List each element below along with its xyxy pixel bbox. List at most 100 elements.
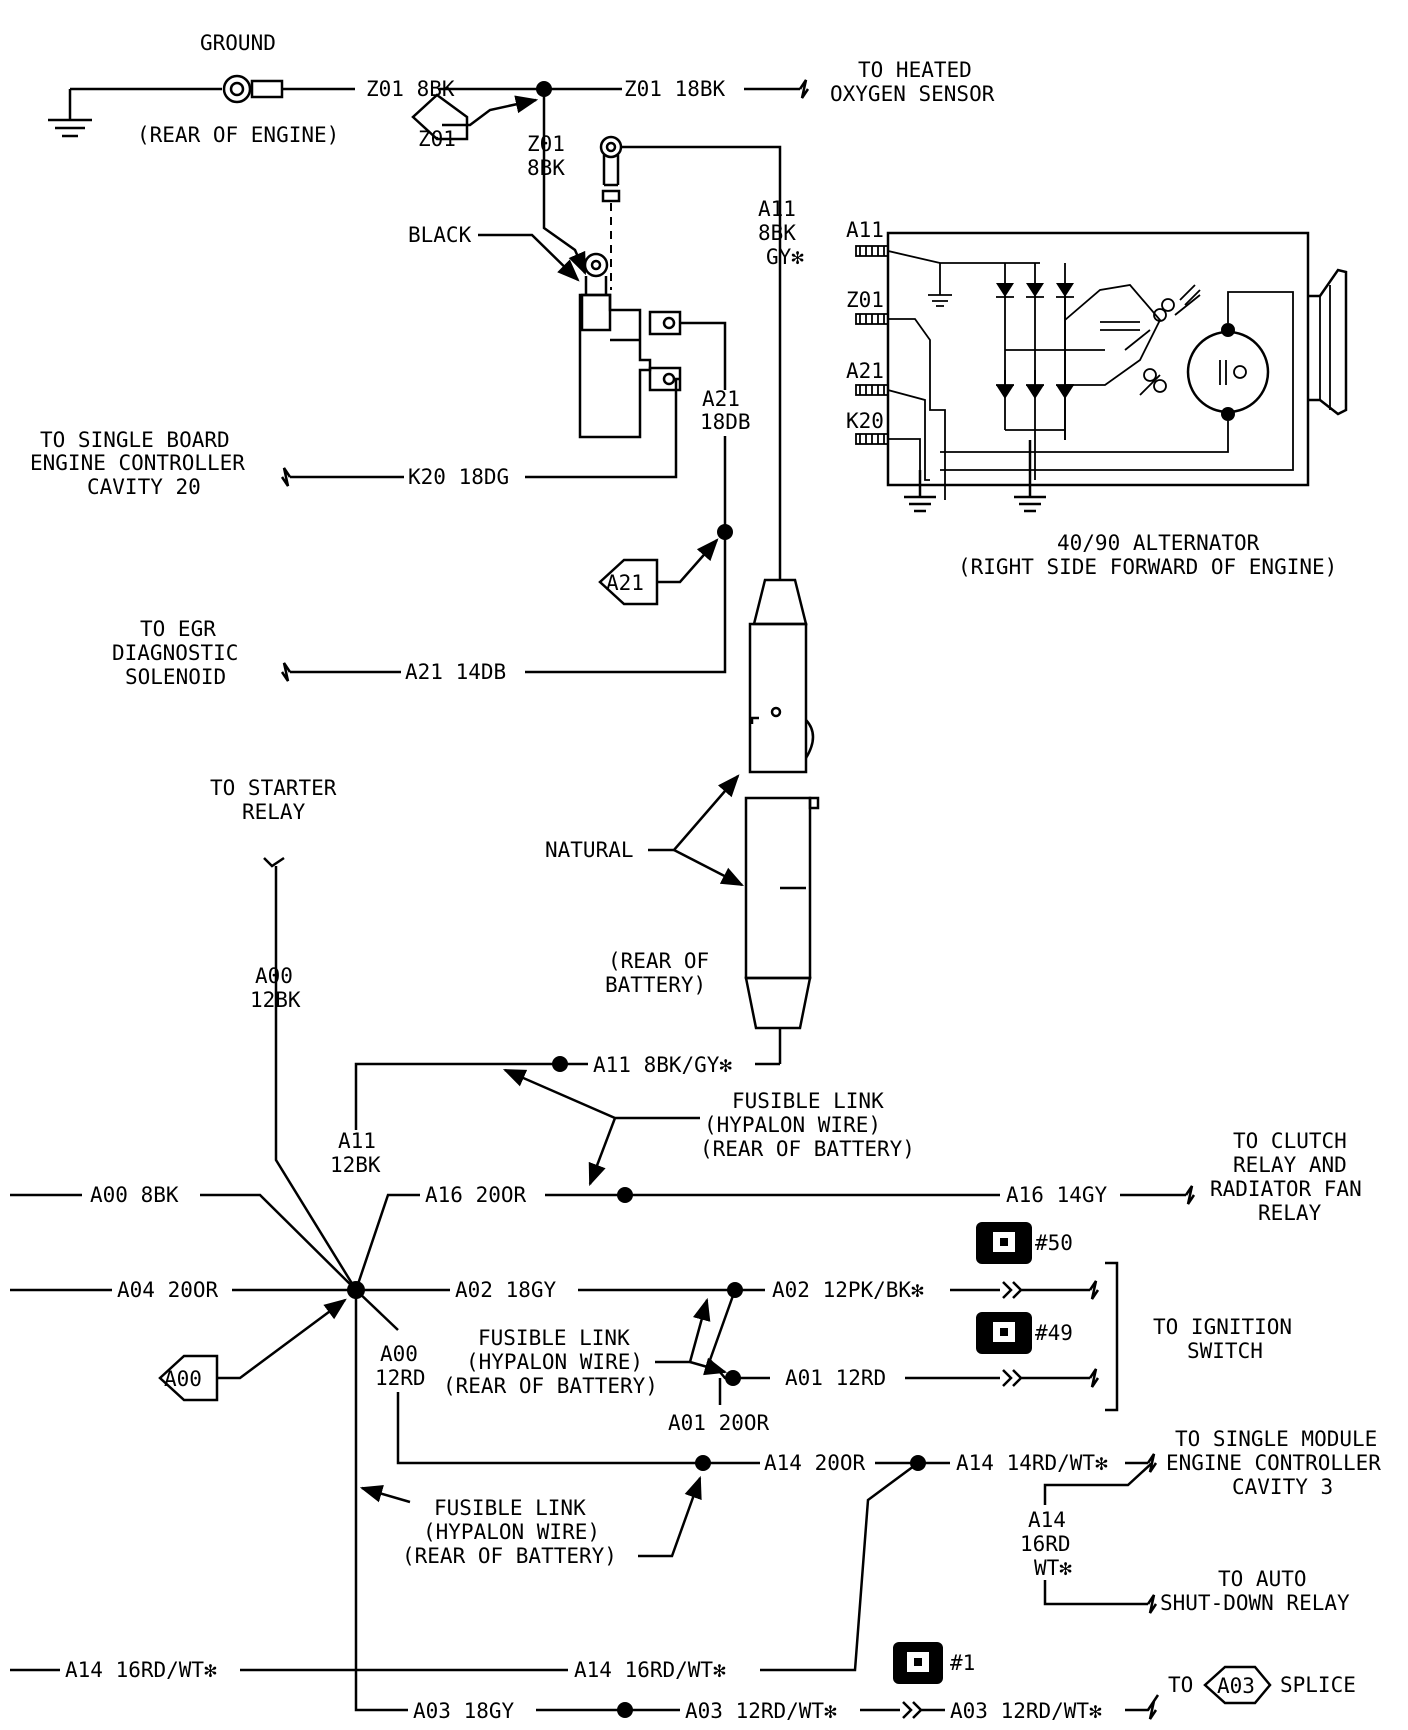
a16-20or-label: A16 20OR bbox=[425, 1183, 527, 1207]
natural-leader-up bbox=[648, 774, 740, 852]
8bk-vertical-label: 8BK bbox=[527, 156, 565, 180]
alternator-stud-terminal bbox=[599, 135, 782, 575]
hypalon-1-label: (HYPALON WIRE) bbox=[704, 1113, 881, 1137]
a01-wire-end bbox=[905, 1368, 1100, 1388]
a14-20or-label: A14 20OR bbox=[764, 1451, 866, 1475]
a14-16rd-branch bbox=[1043, 1462, 1153, 1505]
solenoid-label: SOLENOID bbox=[125, 665, 226, 689]
connector-50-label: #50 bbox=[1035, 1231, 1073, 1255]
a00-8bk-wire-right bbox=[200, 1193, 357, 1291]
fusible-link-3-leader-a bbox=[359, 1485, 411, 1504]
alt-k20-label: K20 bbox=[846, 409, 884, 433]
connector-50-icon bbox=[976, 1222, 1032, 1264]
a14-14rdwt-label: A14 14RD/WT✻ bbox=[956, 1451, 1108, 1475]
alternator-label: 40/90 ALTERNATOR bbox=[1057, 531, 1260, 555]
z01-tag-text: Z01 bbox=[418, 127, 456, 151]
z01-splice-tag: Z01 bbox=[411, 93, 539, 151]
12bk-vertical-label: 12BK bbox=[250, 988, 301, 1012]
k20-wire-end bbox=[280, 467, 404, 487]
natural-label: NATURAL bbox=[545, 838, 634, 862]
rear-of-label: (REAR OF bbox=[608, 949, 709, 973]
a21-wire-down bbox=[525, 436, 727, 674]
fusible-link-1-leader-a bbox=[502, 1068, 700, 1120]
black-connector-label: BLACK bbox=[408, 223, 472, 247]
a03-splice-tag: A03 bbox=[1203, 1665, 1272, 1705]
to-single-board-label: TO SINGLE BOARD bbox=[40, 428, 230, 452]
a00-vertical-label-2: A00 bbox=[380, 1342, 418, 1366]
relay-label: RELAY bbox=[242, 800, 306, 824]
to-clutch-label: TO CLUTCH bbox=[1233, 1129, 1347, 1153]
a21-splice-tag: A21 bbox=[598, 538, 719, 606]
rear-of-engine-label: (REAR OF ENGINE) bbox=[137, 123, 339, 147]
a03-12rdwt-2-label: A03 12RD/WT✻ bbox=[950, 1699, 1102, 1723]
a16-wire-end bbox=[1120, 1185, 1196, 1205]
a21-14db-label: A21 14DB bbox=[405, 660, 506, 684]
to-egr-label: TO EGR bbox=[140, 617, 216, 641]
k20-18dg-label: K20 18DG bbox=[408, 465, 509, 489]
to-heated-label: TO HEATED bbox=[858, 58, 972, 82]
a02-18gy-label: A02 18GY bbox=[455, 1278, 557, 1302]
to-single-module-label: TO SINGLE MODULE bbox=[1175, 1427, 1377, 1451]
fusible-link-1-label: FUSIBLE LINK bbox=[732, 1089, 884, 1113]
fusible-link-1-leader-b bbox=[588, 1117, 617, 1187]
a14-16rdwt-wire-right bbox=[760, 1461, 919, 1672]
a00-splice-tag: A00 bbox=[158, 1298, 347, 1402]
18db-vertical-label: 18DB bbox=[700, 410, 751, 434]
alt-a11-label: A11 bbox=[846, 218, 884, 242]
fusible-link-3-leader-b bbox=[638, 1475, 702, 1558]
rear-batt-1-label: (REAR OF BATTERY) bbox=[700, 1137, 915, 1161]
ground-label: GROUND bbox=[200, 31, 276, 55]
8bk-vertical-label-2: 8BK bbox=[758, 221, 796, 245]
battery-label: BATTERY) bbox=[605, 973, 706, 997]
egr-wire-end bbox=[280, 662, 401, 682]
a00-12rd-wire bbox=[396, 1392, 700, 1465]
ground-eyelet-terminal bbox=[222, 74, 355, 104]
black-connector-leader bbox=[478, 233, 580, 282]
relay-and-label: RELAY AND bbox=[1233, 1153, 1347, 1177]
a02-wire-end bbox=[950, 1280, 1100, 1300]
rear-batt-3-label: (REAR OF BATTERY) bbox=[402, 1544, 617, 1568]
a16-14gy-label: A16 14GY bbox=[1006, 1183, 1108, 1207]
alt-z01-label: Z01 bbox=[846, 288, 884, 312]
a21-wire-top bbox=[680, 321, 727, 390]
a03-inline-connector bbox=[860, 1701, 945, 1719]
splice-dot-a16 bbox=[617, 1187, 633, 1203]
a01-12rd-label: A01 12RD bbox=[785, 1366, 886, 1390]
alternator-location-label: (RIGHT SIDE FORWARD OF ENGINE) bbox=[958, 555, 1337, 579]
engine-controller-2-label: ENGINE CONTROLLER bbox=[1166, 1451, 1381, 1475]
splice-label: SPLICE bbox=[1280, 1673, 1356, 1697]
a11-8bkgy-label: A11 8BK/GY✻ bbox=[593, 1053, 732, 1077]
a14-16rdwt-right-label: A14 16RD/WT✻ bbox=[574, 1658, 726, 1682]
16rd-vertical-label: 16RD bbox=[1020, 1532, 1071, 1556]
a00-vertical-label: A00 bbox=[255, 964, 293, 988]
rear-batt-2-label: (REAR OF BATTERY) bbox=[443, 1374, 658, 1398]
gy-star-label: GY✻ bbox=[766, 245, 804, 269]
a00-tag-text: A00 bbox=[164, 1367, 202, 1391]
radiator-fan-label: RADIATOR FAN bbox=[1210, 1177, 1362, 1201]
a03-18gy-label: A03 18GY bbox=[413, 1699, 515, 1723]
z01-vertical-label: Z01 bbox=[527, 132, 565, 156]
to-auto-label: TO AUTO bbox=[1218, 1567, 1307, 1591]
natural-connector bbox=[744, 575, 820, 1064]
a02-12pkbk-label: A02 12PK/BK✻ bbox=[772, 1278, 924, 1302]
fusible-link-3-label: FUSIBLE LINK bbox=[434, 1496, 586, 1520]
cavity-3-label: CAVITY 3 bbox=[1232, 1475, 1333, 1499]
cavity-20-label: CAVITY 20 bbox=[87, 475, 201, 499]
connector-49-label: #49 bbox=[1035, 1321, 1073, 1345]
oxygen-sensor-label: OXYGEN SENSOR bbox=[830, 82, 995, 106]
hypalon-3-label: (HYPALON WIRE) bbox=[423, 1520, 600, 1544]
alt-a21-label: A21 bbox=[846, 359, 884, 383]
a11-vertical-label-2: A11 bbox=[338, 1129, 376, 1153]
a01-branch bbox=[708, 1289, 770, 1380]
a00-12bk-wire bbox=[263, 856, 358, 1291]
splice-dot-a01 bbox=[725, 1370, 741, 1386]
switch-label: SWITCH bbox=[1187, 1339, 1263, 1363]
a01-20or-label: A01 20OR bbox=[668, 1411, 770, 1435]
z01-18bk-label: Z01 18BK bbox=[624, 77, 726, 101]
a14-vertical-label: A14 bbox=[1028, 1508, 1066, 1532]
asd-relay-wire bbox=[1043, 1580, 1158, 1614]
k20-wire bbox=[525, 377, 680, 479]
a21-tag-text: A21 bbox=[606, 571, 644, 595]
a03-12rdwt-1-label: A03 12RD/WT✻ bbox=[685, 1699, 837, 1723]
